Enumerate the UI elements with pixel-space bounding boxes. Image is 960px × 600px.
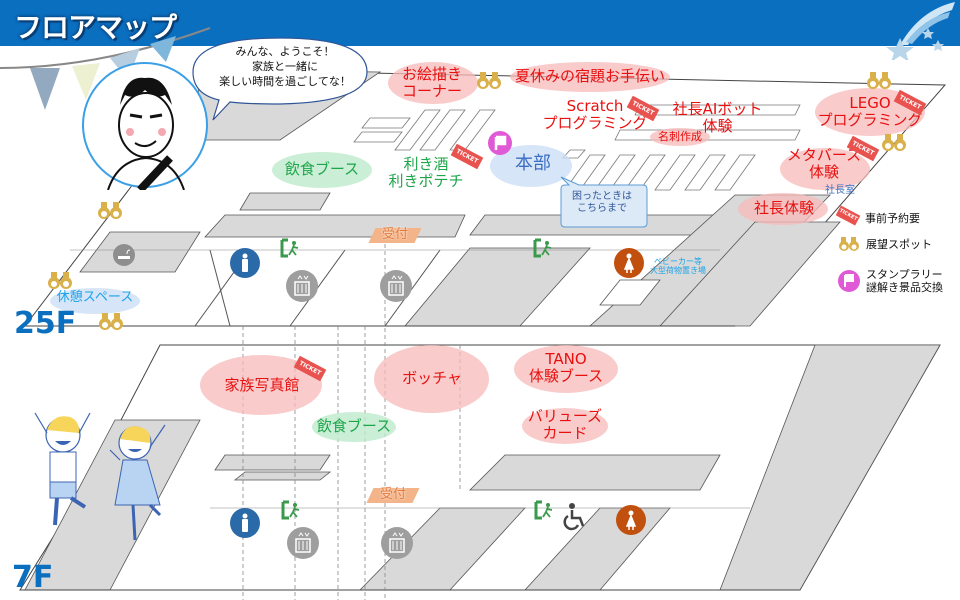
smoking-area-icon	[113, 244, 135, 266]
legend-item-reservation: 事前予約要	[865, 210, 920, 226]
speech-bubble	[192, 37, 368, 121]
spot-blob	[650, 128, 710, 146]
spot-homework-help[interactable]: 夏休みの宿題お手伝い	[514, 67, 665, 85]
legend-item-stamp-rally: スタンプラリー 謎解き景品交換	[837, 268, 943, 294]
binoculars-icon	[867, 72, 891, 89]
flag-icon	[838, 270, 860, 293]
spot-sake-tasting[interactable]: 利き酒 利きポテチ	[388, 155, 464, 191]
spot-drawing-corner[interactable]: お絵描き コーナー	[401, 65, 462, 101]
spot-rest-space[interactable]: 休憩スペース	[56, 290, 134, 305]
binoculars-icon	[98, 202, 122, 219]
elevator-icon	[286, 270, 318, 302]
spot-food-booth-7f[interactable]: 飲食ブース	[316, 417, 392, 435]
elevator-icon	[381, 527, 413, 559]
floor-label-7f: 7F	[12, 560, 54, 595]
speech-line-1: みんな、ようこそ！	[235, 45, 335, 58]
stamp-rally-flag-icon[interactable]	[487, 130, 513, 156]
spot-metaverse[interactable]: メタバース 体験	[786, 146, 862, 182]
spot-blob	[50, 288, 140, 314]
president-room-label: 社長室	[825, 185, 855, 196]
male-toilet-icon	[230, 508, 260, 538]
spot-values-card[interactable]: バリューズ カード	[527, 407, 603, 443]
elevator-icon	[287, 527, 319, 559]
female-toilet-icon	[614, 248, 644, 278]
female-toilet-icon	[616, 505, 646, 535]
host-avatar	[107, 77, 185, 190]
spot-president-experience[interactable]: 社長体験	[753, 199, 814, 217]
floor-label-25f: 25F	[14, 306, 77, 341]
spot-blob	[510, 62, 670, 92]
hq-note-bubble	[560, 176, 648, 228]
spot-blob	[374, 345, 489, 413]
spot-food-booth-25f[interactable]: 飲食ブース	[284, 160, 360, 178]
binoculars-icon	[882, 134, 906, 151]
hq-note-text: 困ったときは こちらまで	[572, 191, 632, 214]
kids-illustration	[34, 412, 166, 541]
speech-bubble-text: みんな、ようこそ！ 家族と一緒に 楽しい時間を過ごしてな！	[210, 45, 360, 90]
legend-label: スタンプラリー 謎解き景品交換	[866, 268, 943, 295]
binoculars-icon	[839, 237, 859, 251]
binoculars-icon	[477, 72, 501, 89]
spot-blob	[272, 152, 372, 188]
spot-blob	[312, 412, 396, 442]
legend-label: 展望スポット	[866, 238, 932, 251]
emergency-exit-icon	[280, 238, 299, 258]
spot-lego-programming[interactable]: LEGO プログラミング	[817, 94, 923, 130]
binoculars-icon	[99, 313, 123, 330]
stroller-area-label: ベビーカー等 大型荷物置き場	[650, 257, 706, 276]
spot-scratch-programming[interactable]: Scratch プログラミング	[542, 97, 648, 133]
legend-item-viewpoint: 展望スポット	[837, 236, 932, 252]
reception-7f[interactable]: 受付	[366, 487, 420, 503]
emergency-exit-icon	[533, 238, 552, 258]
spot-boccia[interactable]: ボッチャ	[402, 369, 462, 387]
spot-blob	[514, 345, 618, 393]
male-toilet-icon	[230, 248, 260, 278]
header-bar	[0, 0, 960, 46]
shooting-star-icon	[886, 2, 955, 60]
reception-25f[interactable]: 受付	[368, 227, 422, 243]
spot-business-card[interactable]: 名刺作成	[658, 130, 702, 143]
legend-label: 事前予約要	[865, 212, 920, 225]
binoculars-icon	[48, 272, 72, 289]
spot-blob	[780, 148, 870, 190]
page-title: フロアマップ	[14, 11, 177, 44]
spot-blob	[738, 193, 828, 225]
speech-line-2: 家族と一緒に	[252, 59, 318, 73]
spot-headquarters[interactable]: 本部	[515, 153, 551, 174]
spot-family-photo[interactable]: 家族写真館	[224, 376, 300, 394]
spot-president-ai-bot[interactable]: 社長AIボット 体験	[672, 100, 763, 136]
emergency-exit-icon	[534, 500, 553, 520]
spot-blob	[388, 62, 478, 104]
elevator-icon	[380, 270, 412, 302]
emergency-exit-icon	[281, 500, 300, 520]
speech-line-3: 楽しい時間を過ごしてな！	[219, 74, 351, 88]
spot-tano-booth[interactable]: TANO 体験ブース	[528, 350, 604, 386]
spot-blob	[522, 408, 608, 444]
wheelchair-accessible-icon	[563, 503, 585, 531]
